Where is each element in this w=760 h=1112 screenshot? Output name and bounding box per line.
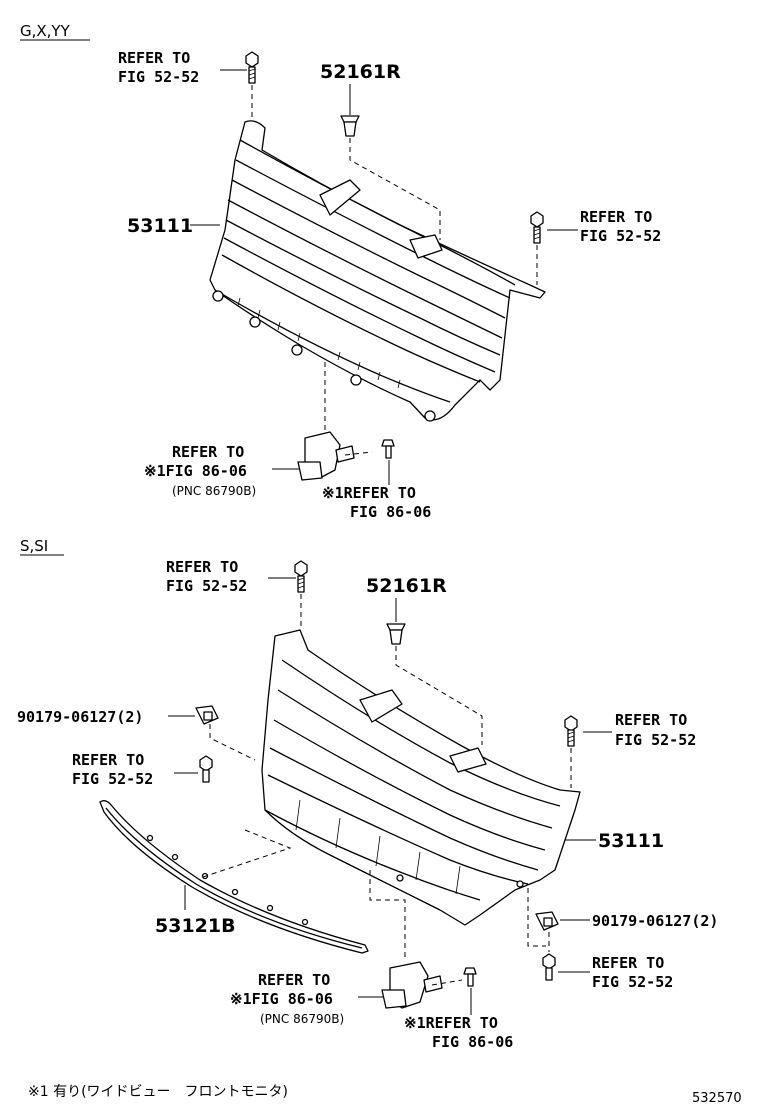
bottom-nut-left-guide [209, 724, 256, 761]
bottom-nut-left-part-number: 90179-06127(2) [17, 708, 143, 726]
top-clip-guide [349, 138, 441, 240]
top-grille-part-number: 53111 [127, 215, 193, 237]
bottom-ref-bolt-right-line1: REFER TO [615, 711, 687, 729]
bottom-bracket-pnc: (PNC 86790B) [260, 1012, 344, 1026]
bottom-clip-part-number: 52161R [366, 575, 447, 597]
bottom-nut-right-part-number: 90179-06127(2) [592, 912, 718, 930]
top-ref-bracket-line1: REFER TO [172, 443, 244, 461]
top-bracket-pnc: (PNC 86790B) [172, 484, 256, 498]
top-ref-screw-line1: ※1REFER TO [322, 484, 416, 502]
bottom-ref-bolt-right-line2: FIG 52-52 [615, 731, 696, 749]
section-label-top: G,X,YY [20, 22, 71, 40]
bottom-molding-part-number: 53121B [155, 915, 236, 937]
bottom-grille-part-number: 53111 [598, 830, 664, 852]
bottom-bracket-guide [369, 870, 406, 960]
top-ref-bolt-right-line1: REFER TO [580, 208, 652, 226]
bottom-ref-screw-line1: ※1REFER TO [404, 1014, 498, 1032]
bolt-icon [199, 755, 213, 783]
nut-icon [535, 911, 559, 931]
clip-icon [386, 623, 406, 645]
clip-icon [340, 115, 360, 137]
top-ref-bolt-right-line2: FIG 52-52 [580, 227, 661, 245]
bottom-ref-screw-line2: FIG 86-06 [432, 1033, 513, 1051]
screw-icon [381, 439, 395, 459]
bottom-ref-bolt-top-line1: REFER TO [166, 558, 238, 576]
top-clip-part-number: 52161R [320, 61, 401, 83]
camera-bracket-icon [381, 961, 443, 1009]
diagram-number: 532570 [692, 1091, 742, 1106]
top-ref-bracket-line2: ※1FIG 86-06 [144, 462, 247, 480]
bottom-ref-bolt-lower-right-line1: REFER TO [592, 954, 664, 972]
nut-icon [195, 705, 219, 725]
screw-icon [463, 967, 477, 987]
bottom-ref-bolt-left-line1: REFER TO [72, 751, 144, 769]
bottom-nut-right-guide [527, 888, 546, 947]
bottom-ref-bolt-left-line2: FIG 52-52 [72, 770, 153, 788]
bolt-icon [542, 953, 556, 981]
bottom-ref-bracket-line1: REFER TO [258, 971, 330, 989]
bolt-icon [245, 51, 259, 84]
grille-molding [99, 800, 369, 954]
footer-note: ※1 有り(ワイドビュー フロントモニタ) [28, 1084, 288, 1100]
top-ref-bolt-left-line1: REFER TO [118, 49, 190, 67]
section-label-bottom: S,SI [20, 537, 48, 555]
top-ref-bolt-left-line2: FIG 52-52 [118, 68, 199, 86]
bolt-icon [294, 560, 308, 593]
camera-bracket-icon [297, 431, 355, 481]
bottom-clip-guide [395, 646, 483, 745]
top-ref-screw-line2: FIG 86-06 [350, 503, 431, 521]
bottom-ref-bolt-lower-right-line2: FIG 52-52 [592, 973, 673, 991]
top-screw-guide [344, 451, 373, 456]
bottom-ref-bracket-line2: ※1FIG 86-06 [230, 990, 333, 1008]
radiator-grille-bottom [261, 629, 581, 926]
bottom-ref-bolt-top-line2: FIG 52-52 [166, 577, 247, 595]
bottom-molding-guide [199, 829, 292, 879]
bolt-icon [530, 211, 544, 244]
bolt-icon [564, 715, 578, 747]
radiator-grille-top [209, 120, 546, 422]
